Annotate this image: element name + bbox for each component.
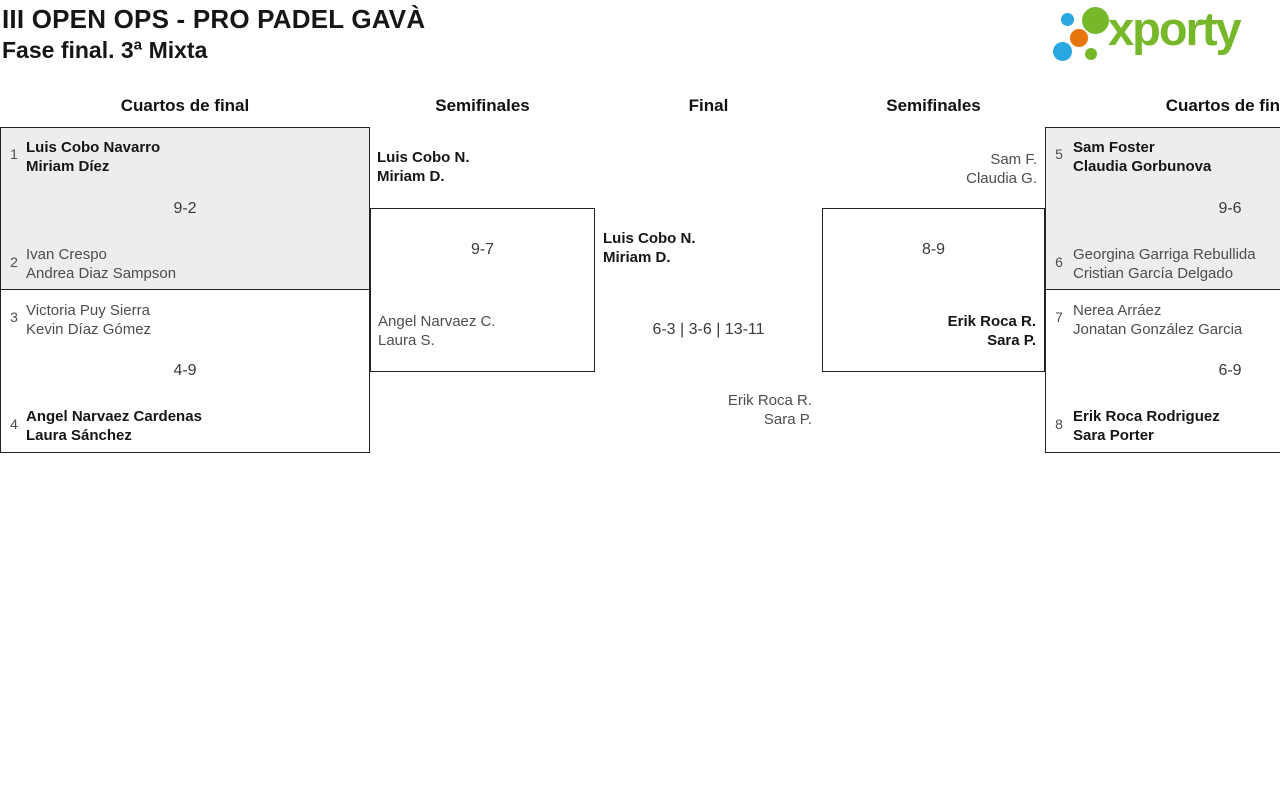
player-name: Sara Porter — [1073, 427, 1154, 444]
team-name-loser: Ivan Crespo Andrea Diaz Sampson — [26, 245, 176, 283]
player-name: Erik Roca R. — [727, 392, 812, 409]
round-header-quarterfinals-left: Cuartos de final — [120, 96, 250, 115]
match-score: 9-7 — [470, 241, 495, 258]
player-name: Nerea Arráez — [1073, 302, 1162, 319]
semifinal-right-advancing-team: Sam F. Claudia G. — [822, 150, 1037, 188]
round-header-semifinals-right: Semifinales — [886, 96, 981, 115]
player-name: Angel Narvaez Cardenas — [26, 408, 202, 425]
player-name: Luis Cobo N. — [377, 149, 470, 166]
logo-dot-blue-small-icon — [1061, 13, 1074, 26]
match-score: 9-6 — [1218, 200, 1242, 217]
team-name-winner: Erik Roca Rodriguez Sara Porter — [1073, 407, 1220, 445]
match-score: 6-9 — [1218, 362, 1242, 379]
match-box-sf2: 8-9 Erik Roca R. Sara P. — [822, 208, 1045, 372]
seed-number: 6 — [1055, 254, 1063, 270]
player-name: Cristian García Delgado — [1073, 265, 1234, 282]
player-name: Laura Sánchez — [26, 427, 132, 444]
final-loser-team: Erik Roca R. Sara P. — [595, 391, 812, 429]
seed-number: 3 — [10, 309, 18, 325]
match-box-sf1: 9-7 Angel Narvaez C. Laura S. — [370, 208, 595, 372]
logo-dot-blue-large-icon — [1053, 42, 1072, 61]
page-title: III OPEN OPS - PRO PADEL GAVÀ — [2, 4, 426, 34]
team-name-loser: Victoria Puy Sierra Kevin Díaz Gómez — [26, 301, 151, 339]
team-name-winner: Luis Cobo Navarro Miriam Díez — [26, 138, 160, 176]
xporty-wordmark: xporty — [1108, 2, 1242, 55]
player-name: Jonatan González Garcia — [1073, 321, 1243, 338]
page-subtitle: Fase final. 3ª Mixta — [2, 37, 208, 63]
seed-number: 5 — [1055, 146, 1063, 162]
team-name-winner: Angel Narvaez Cardenas Laura Sánchez — [26, 407, 202, 445]
semifinal-left-advancing-team: Luis Cobo N. Miriam D. — [377, 148, 470, 186]
player-name: Angel Narvaez C. — [378, 313, 496, 330]
player-name: Claudia G. — [966, 170, 1037, 187]
player-name: Andrea Diaz Sampson — [26, 265, 177, 282]
match-score: 4-9 — [173, 362, 197, 379]
team-name-winner: Sam Foster Claudia Gorbunova — [1073, 138, 1211, 176]
player-name: Sara P. — [987, 332, 1036, 349]
match-box-qf1: 1 Luis Cobo Navarro Miriam Díez 9-2 2 Iv… — [0, 127, 370, 290]
final-winner-team: Luis Cobo N. Miriam D. — [603, 229, 696, 267]
player-name: Kevin Díaz Gómez — [26, 321, 152, 338]
player-name: Luis Cobo Navarro — [26, 139, 161, 156]
match-score: 8-9 — [921, 241, 946, 258]
player-name: Miriam Díez — [26, 158, 110, 175]
seed-number: 1 — [10, 146, 18, 162]
player-name: Victoria Puy Sierra — [26, 302, 150, 319]
player-name: Luis Cobo N. — [603, 230, 696, 247]
player-name: Ivan Crespo — [26, 246, 107, 263]
round-header-quarterfinals-right: Cuartos de final — [1165, 96, 1280, 115]
player-name: Erik Roca Rodriguez — [1073, 408, 1220, 425]
player-name: Sam Foster — [1073, 139, 1155, 156]
team-name-winner: Erik Roca R. Sara P. — [948, 312, 1036, 350]
logo-dot-green-small-icon — [1085, 48, 1097, 60]
player-name: Sam F. — [990, 151, 1037, 168]
team-name-loser: Nerea Arráez Jonatan González Garcia — [1073, 301, 1242, 339]
logo-dot-green-large-icon — [1082, 7, 1109, 34]
player-name: Georgina Garriga Rebullida — [1073, 246, 1256, 263]
player-name: Miriam D. — [603, 249, 671, 266]
player-name: Erik Roca R. — [947, 313, 1036, 330]
match-score: 9-2 — [173, 200, 197, 217]
round-header-final: Final — [688, 96, 729, 115]
player-name: Laura S. — [378, 332, 435, 349]
seed-number: 2 — [10, 254, 18, 270]
player-name: Claudia Gorbunova — [1073, 158, 1212, 175]
round-header-semifinals-left: Semifinales — [435, 96, 530, 115]
player-name: Miriam D. — [377, 168, 445, 185]
logo-dot-orange-icon — [1070, 29, 1088, 47]
team-name-loser: Georgina Garriga Rebullida Cristian Garc… — [1073, 245, 1256, 283]
player-name: Sara P. — [763, 411, 812, 428]
seed-number: 7 — [1055, 309, 1063, 325]
final-score: 6-3 | 3-6 | 13-11 — [652, 321, 765, 338]
seed-number: 8 — [1055, 416, 1063, 432]
seed-number: 4 — [10, 416, 18, 432]
match-box-qf4: 7 Nerea Arráez Jonatan González Garcia 6… — [1045, 289, 1280, 453]
match-box-qf3: 5 Sam Foster Claudia Gorbunova 9-6 6 Geo… — [1045, 127, 1280, 290]
match-box-qf2: 3 Victoria Puy Sierra Kevin Díaz Gómez 4… — [0, 289, 370, 453]
team-name-loser: Angel Narvaez C. Laura S. — [378, 312, 496, 350]
